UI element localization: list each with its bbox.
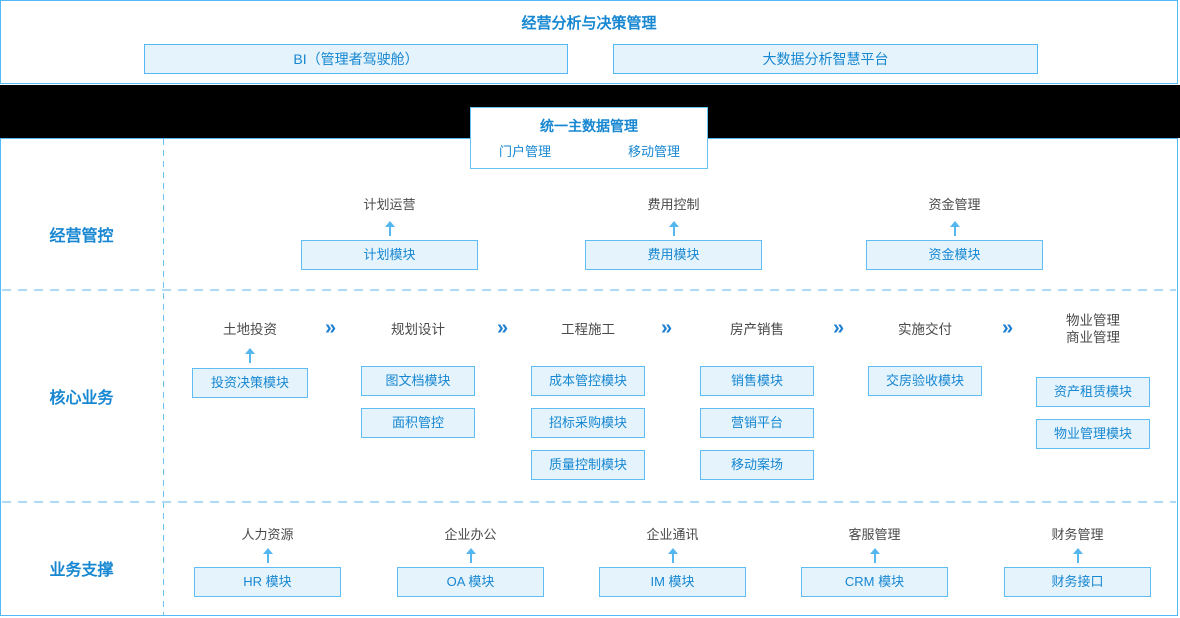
core-col-land-investment: 土地投资 投资决策模块 (192, 312, 308, 398)
chevron-icon: » (1002, 317, 1014, 339)
mobile-mgmt-item[interactable]: 移动管理 (627, 144, 680, 159)
stage-label: 工程施工 (561, 321, 615, 337)
up-arrow-icon (245, 348, 255, 363)
chevron-icon: » (661, 317, 673, 339)
module-box[interactable]: CRM 模块 (801, 567, 948, 597)
stage-label: 人力资源 (241, 527, 294, 542)
up-arrow-icon (949, 221, 960, 236)
master-data-panel[interactable]: 统一主数据管理 门户管理 移动管理 (470, 107, 708, 169)
up-arrow-icon (869, 547, 880, 563)
module-box[interactable]: 交房验收模块 (868, 366, 982, 396)
module-box[interactable]: 招标采购模块 (531, 408, 645, 438)
support-group-hr: 人力资源 HR 模块 (194, 527, 341, 597)
chevron-icon: » (833, 317, 845, 339)
top-section-title: 经营分析与决策管理 (521, 15, 657, 32)
module-box[interactable]: 计划模块 (301, 240, 478, 270)
support-group-oa: 企业办公 OA 模块 (397, 527, 544, 597)
support-group-crm: 客服管理 CRM 模块 (801, 527, 948, 597)
chevron-icon: » (325, 317, 337, 339)
bi-cockpit-box[interactable]: BI（管理者驾驶舱） (144, 44, 568, 74)
up-arrow-icon (384, 221, 395, 236)
up-arrow-icon (262, 547, 273, 563)
stage-label: 资金管理 (928, 197, 981, 212)
mgmt-group-plan: 计划运营 计划模块 (301, 197, 478, 270)
module-box[interactable]: 资产租赁模块 (1036, 377, 1150, 407)
stage-label: 财务管理 (1051, 527, 1104, 542)
row-separator-2 (2, 501, 1176, 503)
top-section: 经营分析与决策管理 BI（管理者驾驶舱） 大数据分析智慧平台 (0, 0, 1178, 84)
stage-label-line1: 物业管理 (1066, 313, 1120, 328)
stage-label: 实施交付 (898, 321, 952, 337)
row-label-support: 业务支撑 (49, 562, 114, 579)
module-box[interactable]: 质量控制模块 (531, 450, 645, 480)
stage-label: 房产销售 (730, 321, 784, 337)
module-box[interactable]: IM 模块 (599, 567, 746, 597)
core-col-property-mgmt: 物业管理 商业管理 资产租赁模块 物业管理模块 (1036, 312, 1150, 449)
module-box[interactable]: 资金模块 (866, 240, 1043, 270)
bigdata-platform-box[interactable]: 大数据分析智慧平台 (613, 44, 1038, 74)
vertical-dashed-divider (163, 139, 164, 615)
core-col-planning-design: 规划设计 图文档模块 面积管控 (361, 312, 475, 438)
mgmt-group-funds: 资金管理 资金模块 (866, 197, 1043, 270)
stage-label: 企业办公 (444, 527, 497, 542)
row-label-core-business: 核心业务 (49, 390, 114, 407)
chevron-icon: » (497, 317, 509, 339)
core-col-property-sales: 房产销售 销售模块 营销平台 移动案场 (700, 312, 814, 480)
module-box[interactable]: 成本管控模块 (531, 366, 645, 396)
stage-label-line2: 商业管理 (1066, 330, 1120, 345)
module-box[interactable]: 物业管理模块 (1036, 419, 1150, 449)
module-box[interactable]: OA 模块 (397, 567, 544, 597)
module-box[interactable]: 面积管控 (361, 408, 475, 438)
stage-label: 规划设计 (391, 321, 445, 337)
module-box[interactable]: 投资决策模块 (192, 368, 308, 398)
row-label-management: 经营管控 (49, 228, 114, 245)
stage-label: 企业通讯 (646, 527, 699, 542)
stage-label: 费用控制 (647, 197, 700, 212)
mgmt-group-expense: 费用控制 费用模块 (585, 197, 762, 270)
master-data-items: 门户管理 移动管理 (471, 136, 707, 160)
module-box[interactable]: 销售模块 (700, 366, 814, 396)
up-arrow-icon (668, 221, 679, 236)
stage-label: 客服管理 (848, 527, 901, 542)
up-arrow-icon (465, 547, 476, 563)
up-arrow-icon (1072, 547, 1083, 563)
row-separator-1 (2, 289, 1176, 291)
portal-mgmt-item[interactable]: 门户管理 (499, 144, 552, 159)
master-data-title: 统一主数据管理 (540, 118, 638, 134)
support-group-im: 企业通讯 IM 模块 (599, 527, 746, 597)
module-box[interactable]: 费用模块 (585, 240, 762, 270)
core-col-delivery: 实施交付 交房验收模块 (868, 312, 982, 396)
up-arrow-icon (667, 547, 678, 563)
module-box[interactable]: 移动案场 (700, 450, 814, 480)
stage-label: 计划运营 (363, 197, 416, 212)
stage-label: 土地投资 (223, 321, 277, 337)
support-group-finance: 财务管理 财务接口 (1004, 527, 1151, 597)
module-box[interactable]: 营销平台 (700, 408, 814, 438)
stage-label: 物业管理 商业管理 (1066, 312, 1120, 346)
module-box[interactable]: 财务接口 (1004, 567, 1151, 597)
module-box[interactable]: HR 模块 (194, 567, 341, 597)
module-box[interactable]: 图文档模块 (361, 366, 475, 396)
core-col-construction: 工程施工 成本管控模块 招标采购模块 质量控制模块 (531, 312, 645, 480)
